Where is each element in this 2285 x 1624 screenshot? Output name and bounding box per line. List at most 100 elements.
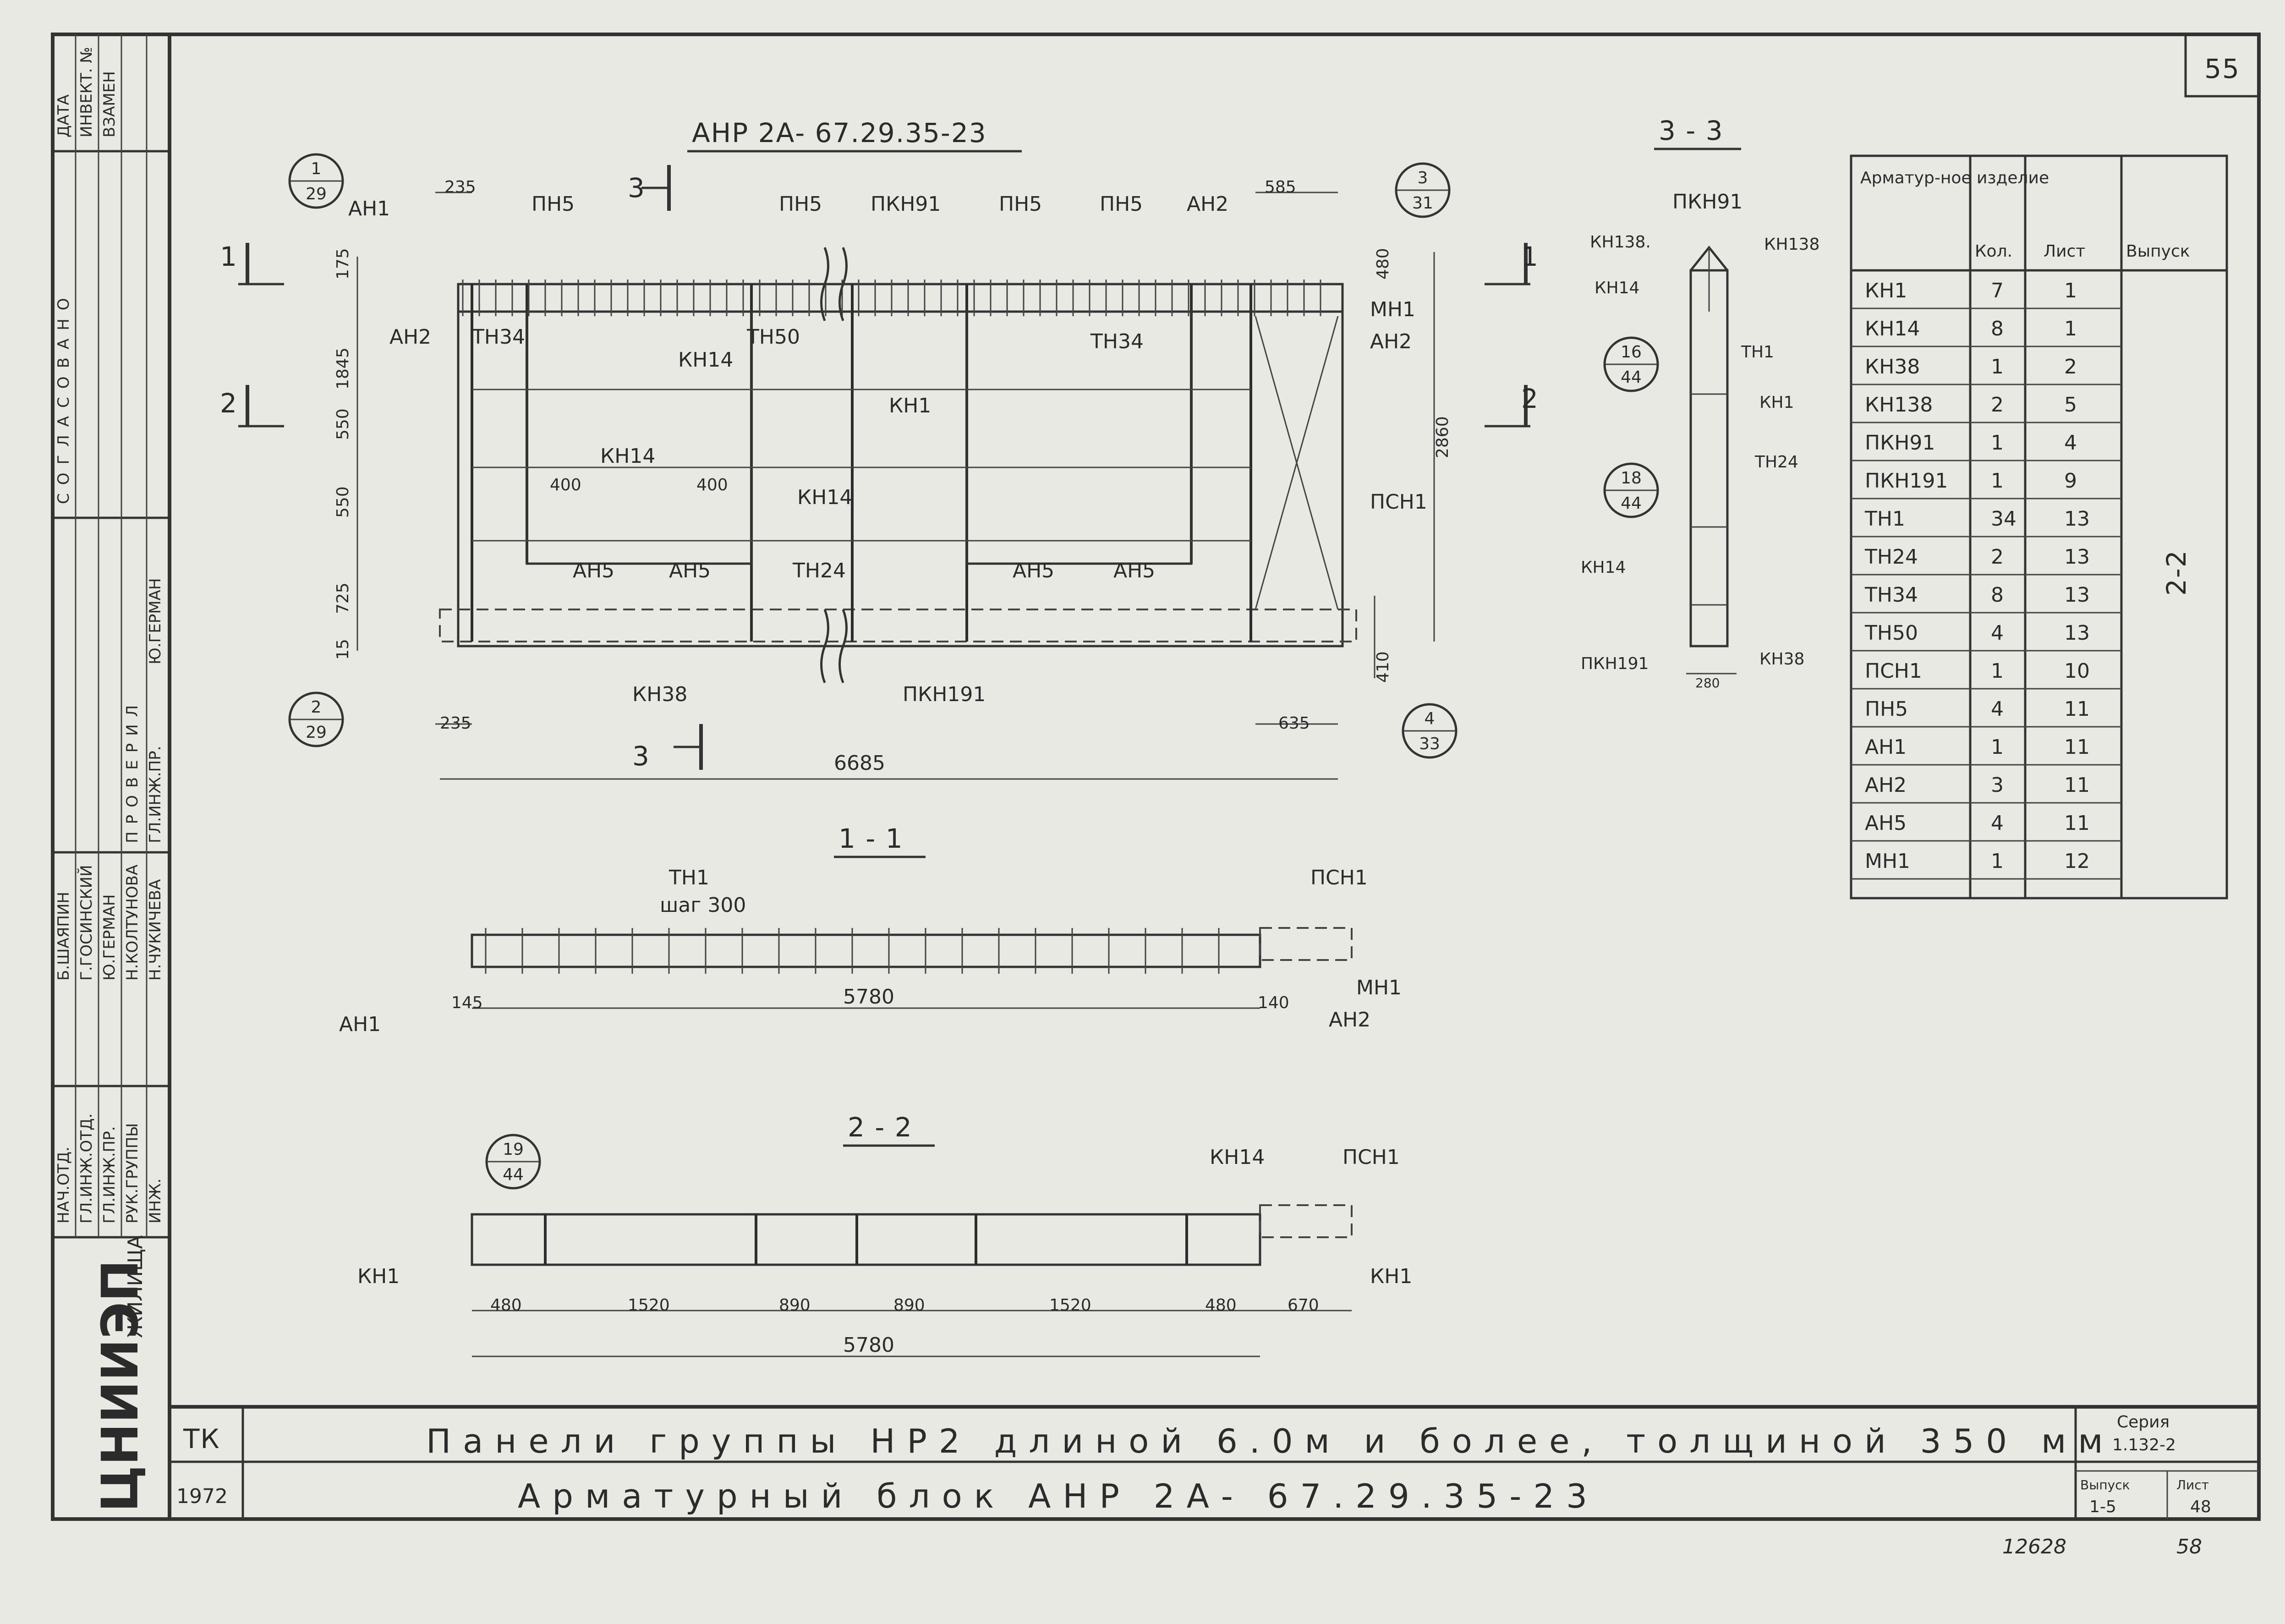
plan-dim-550b: 550 — [334, 486, 352, 518]
spec-cell-sheet: 4 — [2064, 431, 2077, 455]
callout-4-sheet: 33 — [1419, 735, 1440, 753]
callout-1-number: 1 — [311, 159, 322, 178]
s33-label-pkn191: ПКН191 — [1581, 654, 1649, 673]
cut-2-right: 2 — [1521, 383, 1539, 414]
checked-label: ПРОВЕРИЛ — [123, 698, 142, 843]
spec-cell-sheet: 11 — [2064, 735, 2090, 759]
spec-cell-qty: 8 — [1991, 317, 2004, 340]
plan-dim-235a: 235 — [444, 178, 476, 197]
spec-cell-qty: 8 — [1991, 583, 2004, 607]
spec-cell-qty: 2 — [1991, 393, 2004, 417]
spec-cell-item: ТН1 — [1864, 507, 1905, 531]
s22-dim-480b: 480 — [1205, 1296, 1237, 1315]
s33-dim-280: 280 — [1695, 675, 1720, 691]
plan-label-mh1: МН1 — [1370, 298, 1415, 321]
section-1-1-title: 1 - 1 — [838, 823, 904, 854]
plan-label-ah2-right: АН2 — [1370, 330, 1412, 353]
role-5: ИНЖ. — [146, 1179, 164, 1223]
spec-cell-sheet: 1 — [2064, 317, 2077, 340]
s11-dim-145: 145 — [451, 993, 483, 1012]
plan-dim-400a: 400 — [550, 476, 581, 494]
section-3-3-drawing — [1686, 245, 1737, 675]
callout-18-44: 18 44 — [1603, 462, 1659, 518]
title-issue-label: Выпуск — [2080, 1477, 2130, 1492]
plan-dimension-lines — [356, 192, 1435, 780]
plan-label-kn14b: КН14 — [600, 444, 655, 468]
spec-header-qty: Кол. — [1975, 242, 2012, 261]
spec-cell-qty: 1 — [1991, 469, 2004, 493]
spec-cell-sheet: 13 — [2064, 621, 2090, 645]
plan-view — [439, 247, 1357, 683]
spec-cell-sheet: 11 — [2064, 812, 2090, 835]
callout-18-sheet: 44 — [1621, 494, 1642, 513]
s33-label-kn138b: КН138 — [1764, 235, 1819, 254]
plan-label-kn14c: КН14 — [797, 486, 852, 509]
spec-header-sheet: Лист — [2044, 242, 2085, 261]
title-sheet-value: 48 — [2190, 1498, 2211, 1516]
cut-markers — [238, 165, 1530, 770]
s11-label-mh1: МН1 — [1356, 976, 1402, 999]
plan-label-ah2-top: АН2 — [1187, 192, 1228, 216]
replace-label: ВЗАМЕН — [100, 71, 119, 137]
s33-label-kn1: КН1 — [1759, 393, 1794, 412]
callout-4-number: 4 — [1425, 709, 1435, 728]
plan-dim-6685: 6685 — [834, 752, 885, 775]
plan-label-pn5d: ПН5 — [1100, 192, 1143, 216]
callout-3-31: 3 31 — [1395, 162, 1451, 218]
name-2: Г.ГОСИНСКИЙ — [77, 865, 96, 981]
role-4: РУК.ГРУППЫ — [123, 1123, 142, 1223]
housing-label: ЖИЛИЩА — [124, 1235, 147, 1338]
spec-cell-item: ПСН1 — [1865, 659, 1922, 683]
spec-release-value: 2-2 — [2161, 549, 2192, 596]
spec-cell-item: АН5 — [1865, 812, 1907, 835]
spec-cell-item: ПКН191 — [1865, 469, 1948, 493]
cut-1-left: 1 — [220, 241, 238, 272]
callout-16-44: 16 44 — [1603, 336, 1659, 392]
s11-label-tn1: ТН1 — [669, 866, 709, 889]
plan-label-ah1: АН1 — [348, 197, 390, 220]
agreed-label: СОГЛАСОВАНО — [55, 290, 73, 504]
spec-cell-qty: 4 — [1991, 621, 2004, 645]
plan-dim-725: 725 — [334, 582, 352, 614]
date-label: ДАТА — [55, 94, 73, 137]
plan-label-pn5b: ПН5 — [779, 192, 822, 216]
spec-header-item: Арматур-ное изделие — [1860, 169, 2049, 187]
callout-1-29: 1 29 — [288, 153, 344, 209]
spec-cell-qty: 1 — [1991, 659, 2004, 683]
spec-cell-qty: 34 — [1991, 507, 2016, 531]
spec-cell-item: КН138 — [1865, 393, 1933, 417]
callout-3-number: 3 — [1418, 169, 1428, 187]
spec-cell-item: МН1 — [1865, 850, 1910, 873]
sheet-frame — [51, 33, 2261, 1521]
spec-cell-sheet: 1 — [2064, 279, 2077, 302]
spec-cell-item: КН1 — [1865, 279, 1907, 302]
spec-cell-sheet: 2 — [2064, 355, 2077, 379]
s22-label-kn14: КН14 — [1210, 1146, 1265, 1169]
plan-label-pkn91: ПКН91 — [871, 192, 941, 216]
s11-dim-5780: 5780 — [843, 985, 894, 1009]
spec-header-release: Выпуск — [2126, 242, 2190, 261]
spec-cell-sheet: 13 — [2064, 583, 2090, 607]
title-year: 1972 — [176, 1485, 228, 1508]
plan-dim-550a: 550 — [334, 408, 352, 440]
name-5: Н.ЧУКИЧЕВА — [146, 879, 164, 981]
inventory-number: 12628 — [2002, 1535, 2066, 1558]
name-1: Б.ШАЯПИН — [55, 892, 73, 981]
callout-18-number: 18 — [1621, 469, 1642, 488]
s33-label-kn138a: КН138. — [1590, 233, 1651, 252]
callout-19-sheet: 44 — [503, 1165, 524, 1184]
plan-label-pkn191: ПКН191 — [903, 683, 986, 706]
spec-cell-sheet: 11 — [2064, 697, 2090, 721]
plan-label-kn14a: КН14 — [678, 348, 733, 372]
plan-label-tn34b: ТН34 — [1090, 330, 1144, 353]
s22-dim-670: 670 — [1288, 1296, 1319, 1315]
spec-cell-sheet: 12 — [2064, 850, 2090, 873]
spec-cell-item: АН2 — [1865, 774, 1907, 797]
s11-dim-140: 140 — [1258, 993, 1289, 1012]
title-org: ТК — [183, 1423, 220, 1454]
spec-cell-qty: 3 — [1991, 774, 2004, 797]
plan-label-kn1: КН1 — [889, 394, 931, 417]
plan-label-pn5a: ПН5 — [532, 192, 575, 216]
